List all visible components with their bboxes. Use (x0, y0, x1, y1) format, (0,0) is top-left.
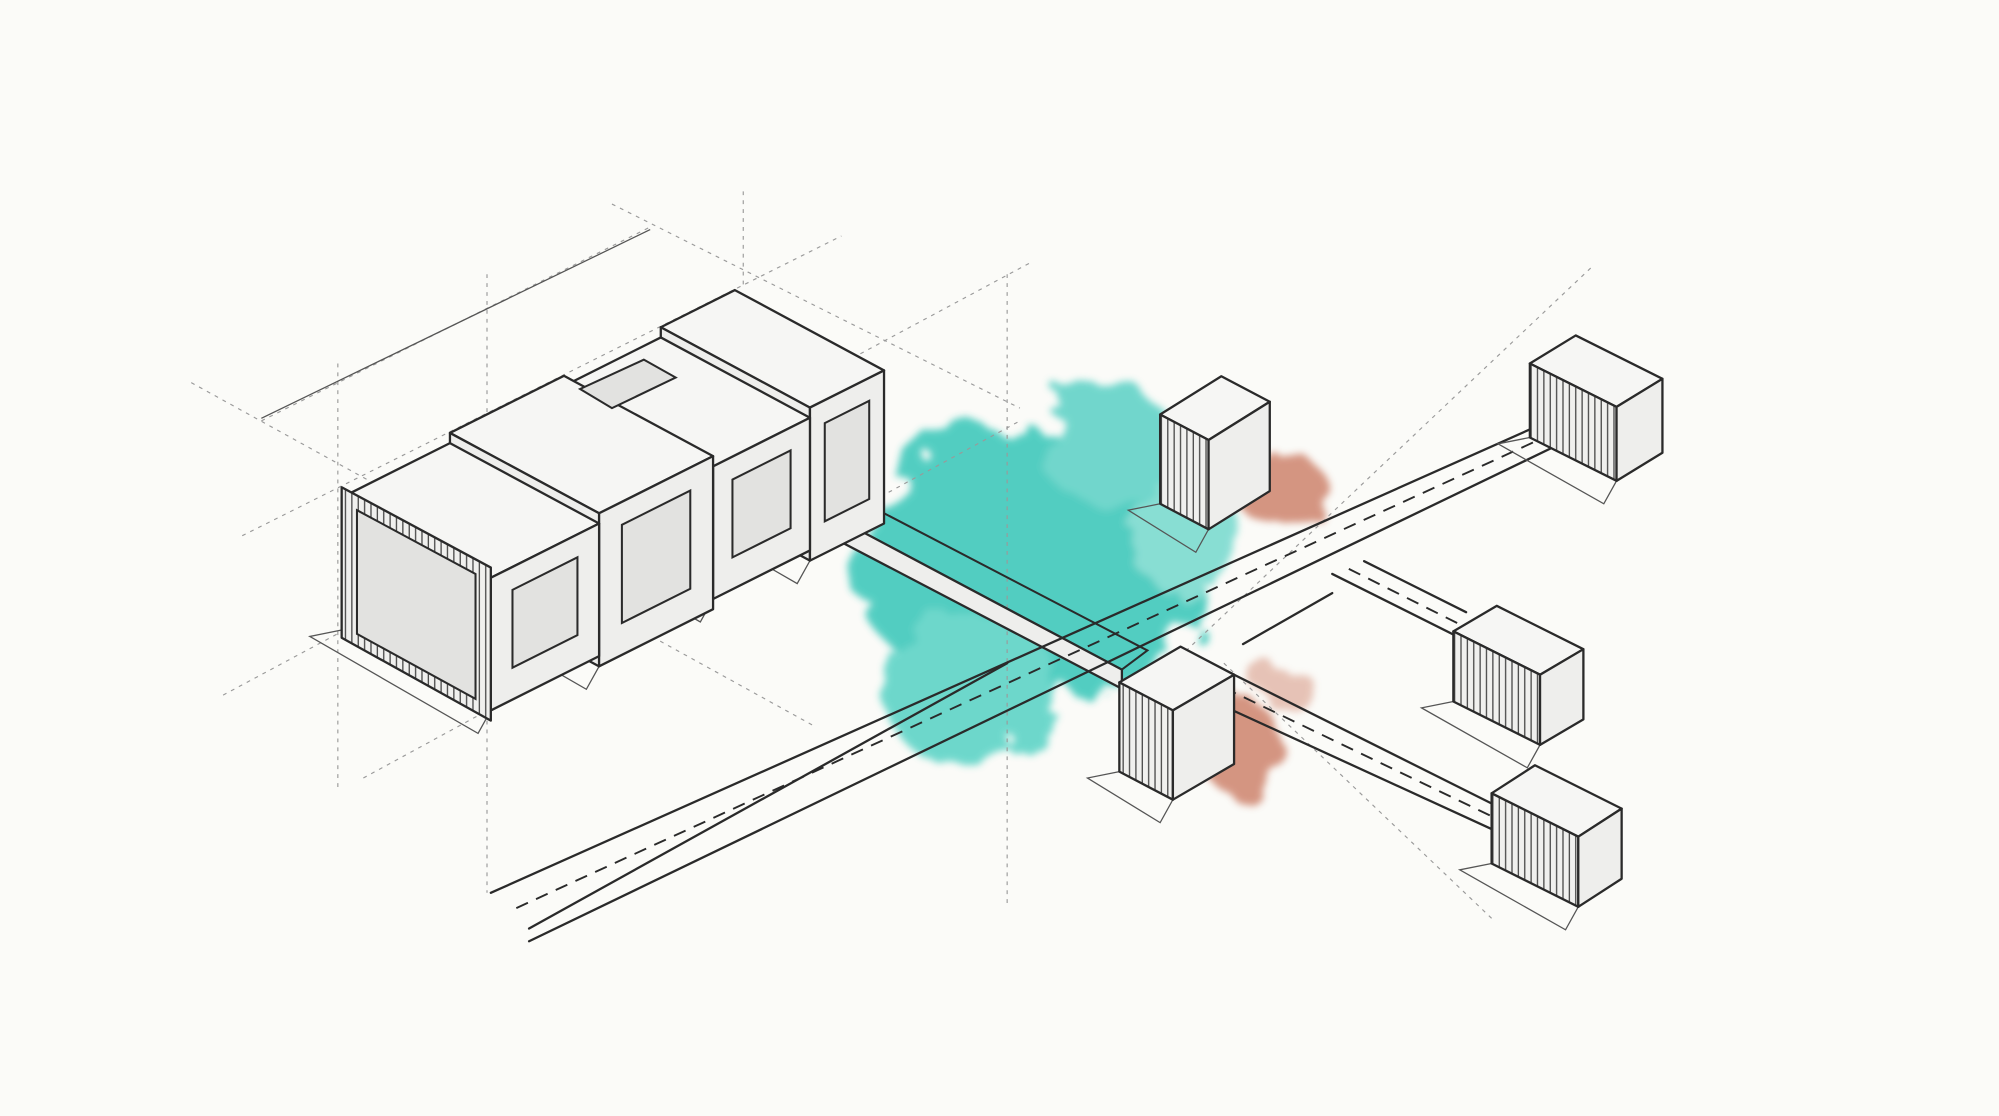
right-face (1538, 648, 1585, 746)
cross-road (489, 419, 1570, 943)
branch-roads (1184, 560, 1493, 831)
teal-watercolor (854, 389, 1244, 766)
window (823, 399, 871, 523)
roof-skylight (577, 358, 678, 410)
small-boxes (1085, 334, 1664, 931)
small-box (1085, 645, 1236, 824)
window (620, 488, 692, 625)
front-glass (355, 508, 477, 701)
small-box (1419, 604, 1585, 769)
small-box (1457, 764, 1623, 931)
right-face (1577, 807, 1623, 908)
small-box (1496, 334, 1664, 505)
module-front-frame (340, 486, 492, 722)
right-face (1171, 673, 1236, 801)
window (511, 555, 579, 670)
small-box (1126, 375, 1271, 554)
right-face (1207, 400, 1271, 531)
main-module (308, 288, 886, 735)
right-face (1615, 377, 1664, 482)
window (731, 448, 792, 560)
